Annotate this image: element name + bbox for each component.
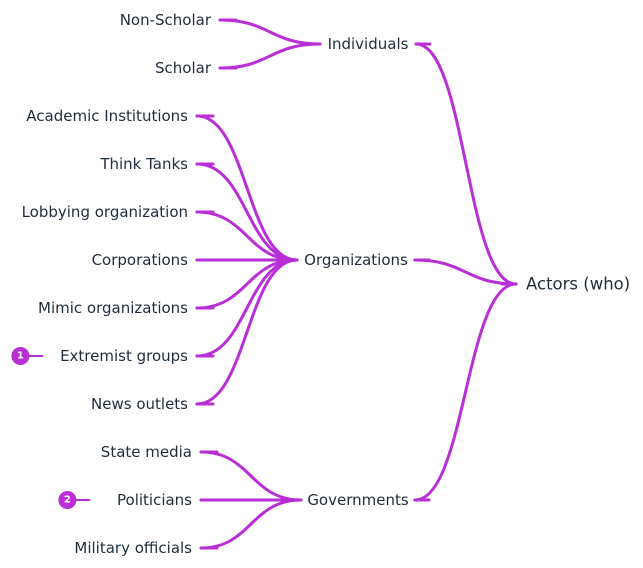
numbered-badge — [11, 347, 30, 365]
group-node-governments: Governments — [307, 491, 409, 509]
leaf-node-mimic-organizations: Mimic organizations — [38, 299, 188, 317]
edge-state-media — [199, 450, 303, 502]
leaf-node-state-media: State media — [101, 443, 192, 461]
numbered-badge-label: 2 — [64, 495, 71, 506]
numbered-badge — [58, 491, 77, 509]
edge-mimic-organizations — [195, 258, 299, 310]
root-node-label: Actors (who) — [526, 275, 630, 294]
leaf-node-lobbying-organization: Lobbying organization — [22, 203, 188, 221]
leaf-node-news-outlets: News outlets — [91, 395, 188, 413]
edge-think-tanks — [195, 162, 299, 262]
leaf-node-extremist-groups: Extremist groups — [60, 347, 188, 365]
leaf-node-military-officials: Military officials — [74, 539, 192, 557]
edge-academic-institutions — [195, 114, 299, 262]
leaf-node-academic-institutions: Academic Institutions — [26, 107, 188, 125]
edge-governments-to-root — [413, 282, 518, 502]
edge-non-scholar — [218, 18, 322, 46]
leaf-node-think-tanks: Think Tanks — [99, 155, 188, 173]
edge-scholar — [218, 42, 322, 70]
edge-military-officials — [199, 498, 303, 550]
leaf-node-non-scholar: Non-Scholar — [120, 11, 212, 29]
group-node-organizations: Organizations — [304, 251, 408, 269]
leaf-node-scholar: Scholar — [155, 59, 212, 77]
edge-lobbying-organization — [195, 210, 299, 262]
edge-news-outlets — [195, 258, 299, 406]
group-node-individuals: Individuals — [328, 35, 409, 53]
numbered-badge-label: 1 — [17, 351, 24, 362]
leaf-node-politicians: Politicians — [117, 491, 192, 509]
edge-organizations-to-root — [413, 258, 518, 286]
edge-individuals-to-root — [414, 42, 518, 286]
leaf-node-corporations: Corporations — [92, 251, 189, 269]
